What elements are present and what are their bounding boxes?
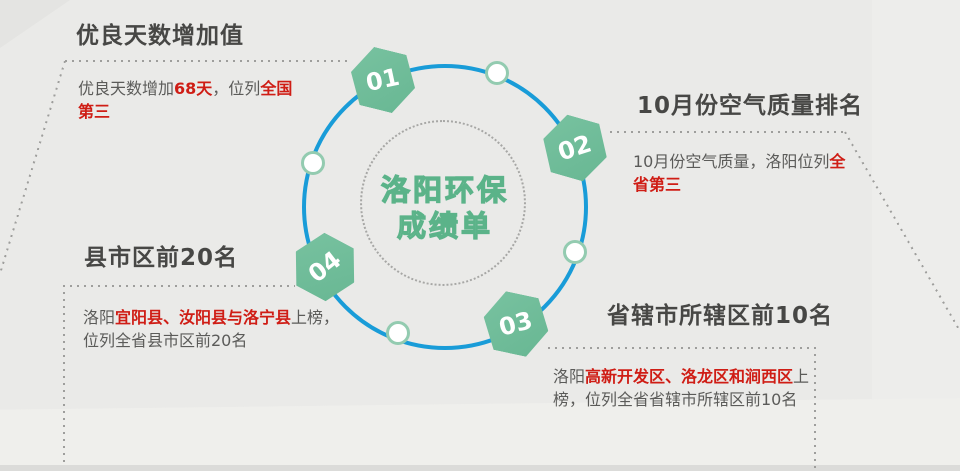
body-district-top10: 洛阳高新开发区、洛龙区和涧西区上榜，位列全省省辖市所辖区前10名 [553, 366, 819, 411]
center-title-line2: 成绩单 [396, 209, 493, 244]
ring-node-left [301, 151, 325, 175]
top-right-panel-border [610, 131, 845, 133]
highlight-text: 全省第三 [633, 152, 846, 194]
heading-district-top10: 省辖市所辖区前10名 [607, 303, 834, 329]
body-october-air-quality-rank: 10月份空气质量，洛阳位列全省第三 [633, 151, 853, 196]
ring-node-top [485, 61, 509, 85]
plain-text: 10月份空气质量，洛阳位列 [633, 152, 830, 171]
background-facet-right [872, 0, 960, 471]
hexagon-number-04: 04 [303, 245, 347, 289]
body-county-top20: 洛阳宜阳县、汝阳县与洛宁县上榜，位列全省县市区前20名 [83, 307, 345, 352]
body-good-days-increase: 优良天数增加68天，位列全国第三 [78, 78, 300, 123]
top-left-panel-border [65, 60, 352, 62]
main-circle-ring [302, 64, 588, 350]
plain-text: 洛阳 [553, 367, 586, 386]
background-facet-top-left [0, 0, 70, 48]
hexagon-number-03: 03 [496, 306, 536, 342]
plain-text: 洛阳 [83, 308, 116, 327]
top-right-panel-border-diagonal [844, 131, 960, 332]
bottom-right-panel-border-vertical [814, 347, 816, 471]
heading-october-air-quality-rank: 10月份空气质量排名 [637, 93, 864, 119]
center-title: 洛阳环保 成绩单 [356, 172, 534, 245]
background-bottom-strip [0, 465, 960, 471]
highlight-text: 68天 [174, 79, 213, 98]
hexagon-number-02: 02 [554, 129, 596, 167]
highlight-text: 全国第三 [78, 79, 293, 121]
top-left-panel-border-diagonal [0, 60, 66, 272]
center-title-line1: 洛阳环保 [380, 172, 509, 207]
heading-county-top20: 县市区前20名 [84, 245, 239, 271]
highlight-text: 宜阳县、汝阳县与洛宁县 [115, 308, 292, 327]
bottom-right-panel-border [548, 347, 816, 349]
heading-good-days-increase: 优良天数增加值 [76, 23, 244, 49]
ring-node-right [563, 240, 587, 264]
bottom-left-panel-border-vertical [63, 285, 65, 466]
plain-text: ，位列 [212, 79, 261, 98]
bottom-left-panel-border [63, 285, 295, 287]
plain-text: 上榜，位列全省县市区前20名 [83, 308, 340, 350]
ring-node-bottom [386, 321, 410, 345]
hexagon-number-01: 01 [363, 62, 403, 98]
inner-dotted-circle [360, 120, 526, 286]
plain-text: 优良天数增加 [78, 79, 175, 98]
plain-text: 上榜，位列全省省辖市所辖区前10名 [553, 367, 810, 409]
highlight-text: 高新开发区、洛龙区和涧西区 [585, 367, 794, 386]
